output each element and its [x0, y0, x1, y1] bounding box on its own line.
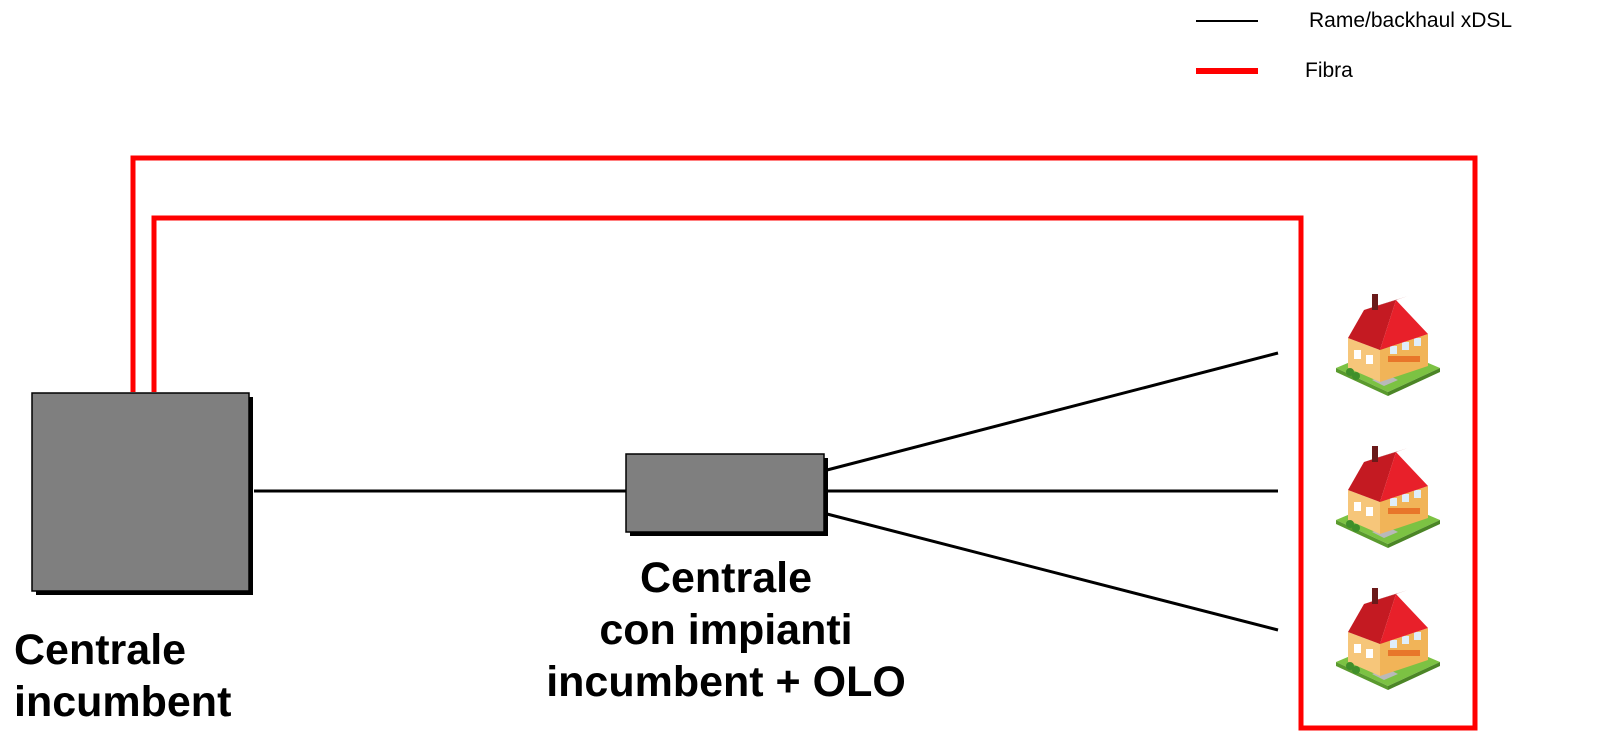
fiber-link-outer: [130, 155, 1478, 731]
house-icon: [1336, 446, 1440, 548]
olo-label-line2: con impianti: [599, 606, 853, 654]
incumbent-label: Centrale incumbent: [14, 624, 231, 728]
incumbent-label-line2: incumbent: [14, 678, 232, 726]
house-icon: [1336, 294, 1440, 396]
central-office-incumbent-box: [31, 392, 253, 595]
copper-line-bottom: [826, 512, 1279, 632]
central-office-olo-box: [625, 453, 828, 536]
olo-label-line1: Centrale: [639, 554, 813, 602]
incumbent-label-line1: Centrale: [14, 626, 187, 674]
house-icon: [1336, 588, 1440, 690]
copper-line-top: [826, 351, 1279, 472]
legend-fiber-label: Fibra: [1305, 59, 1353, 82]
olo-label-line3: incumbent + OLO: [546, 658, 906, 706]
legend-copper-label: Rame/backhaul xDSL: [1309, 9, 1513, 32]
olo-label: Centrale con impianti incumbent + OLO: [528, 552, 924, 708]
